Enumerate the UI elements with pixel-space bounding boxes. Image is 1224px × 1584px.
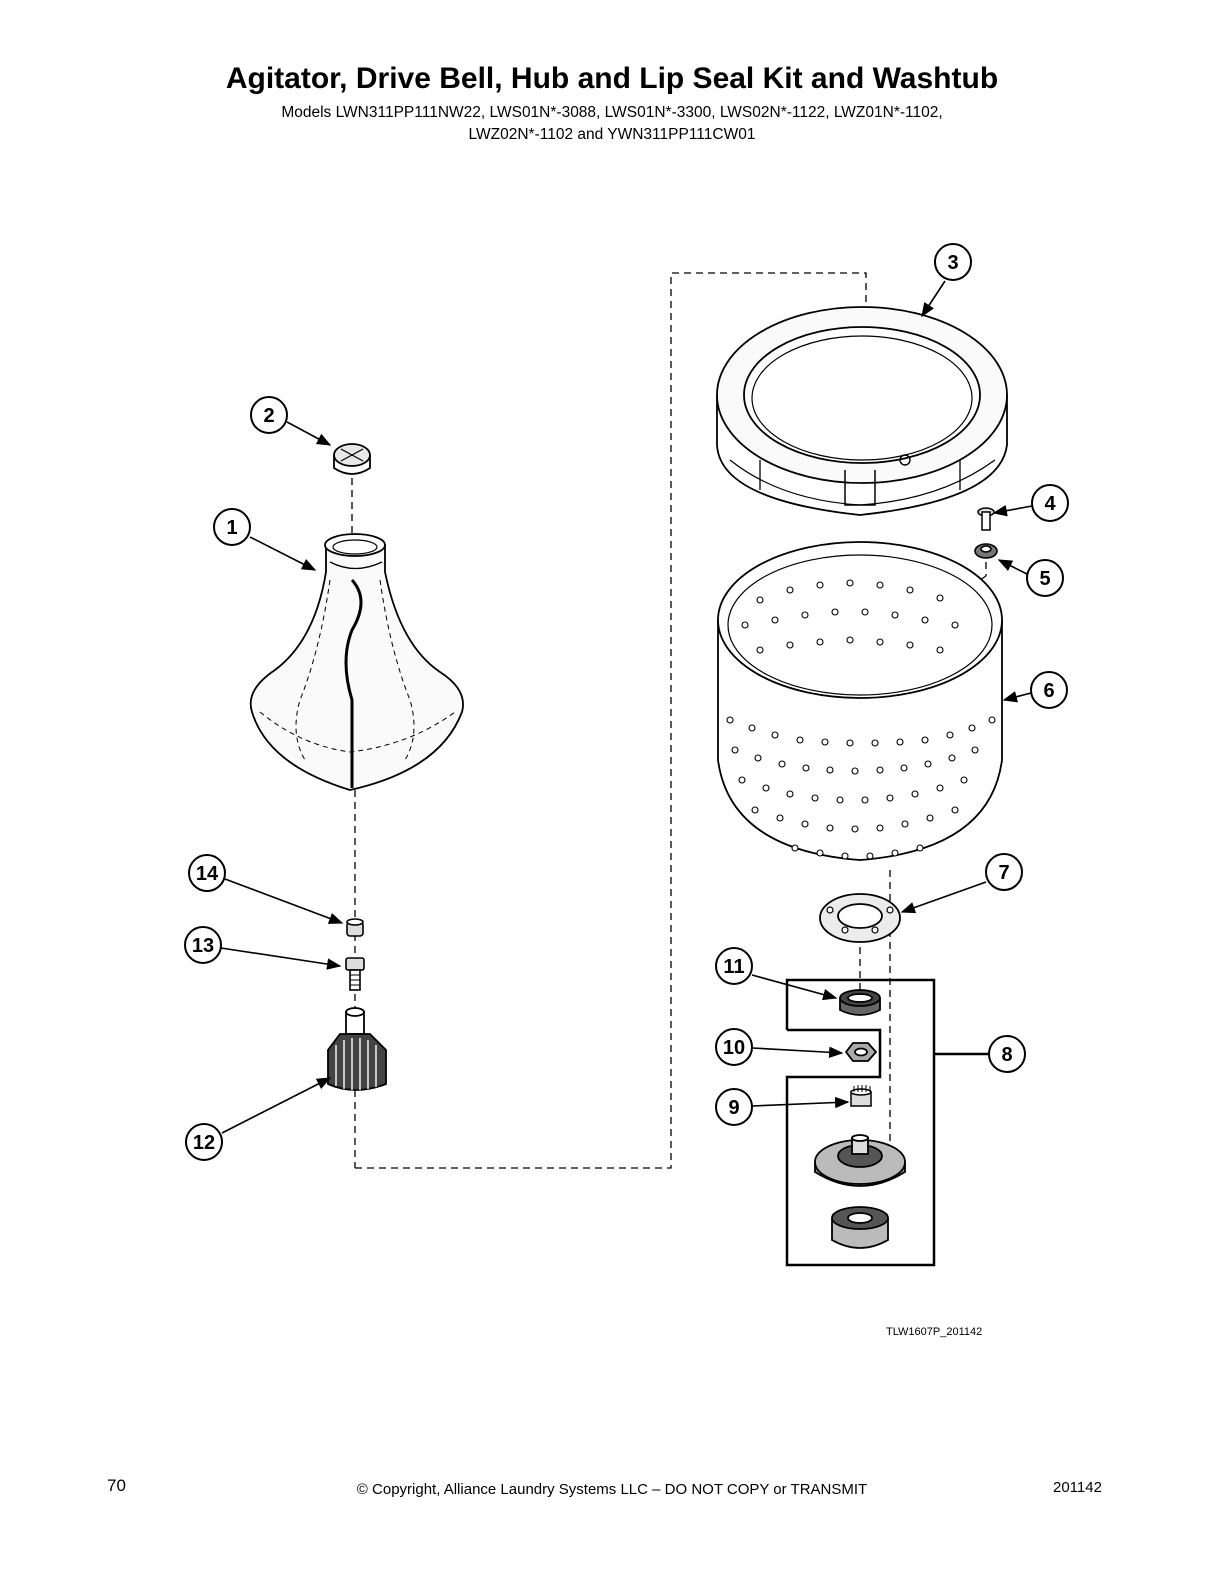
kit-bracket-part-8 bbox=[785, 978, 990, 1267]
agitator-cap-part-2 bbox=[333, 443, 371, 475]
callout-numbers: 1 2 3 4 5 6 7 8 9 10 11 12 13 14 bbox=[192, 252, 1057, 1154]
callout-7 bbox=[985, 853, 1023, 891]
callout-label-14: 14 bbox=[196, 863, 219, 885]
callout-6 bbox=[1030, 671, 1068, 709]
bolt-part-13 bbox=[345, 957, 365, 991]
callout-label-5: 5 bbox=[1039, 568, 1050, 590]
page-title: Agitator, Drive Bell, Hub and Lip Seal K… bbox=[225, 62, 999, 95]
callout-label-9: 9 bbox=[728, 1097, 739, 1119]
callout-label-13: 13 bbox=[192, 935, 214, 957]
callout-12 bbox=[185, 1123, 223, 1161]
hub-flange-part-7 bbox=[819, 893, 901, 943]
callout-11 bbox=[715, 947, 753, 985]
callout-1 bbox=[213, 508, 251, 546]
callout-label-12: 12 bbox=[193, 1132, 215, 1154]
callout-label-7: 7 bbox=[998, 862, 1009, 884]
callout-2 bbox=[250, 396, 288, 434]
callout-label-10: 10 bbox=[723, 1037, 745, 1059]
callout-label-11: 11 bbox=[723, 956, 744, 978]
washtub-part-6 bbox=[717, 541, 1003, 861]
bottom-seal bbox=[831, 1206, 889, 1249]
callout-14 bbox=[188, 854, 226, 892]
callout-8 bbox=[988, 1035, 1026, 1073]
callout-10 bbox=[715, 1028, 753, 1066]
agitator-part-1 bbox=[249, 533, 464, 791]
document-number: 201142 bbox=[1053, 1479, 1102, 1496]
callout-3 bbox=[934, 243, 972, 281]
callout-9 bbox=[715, 1088, 753, 1126]
callout-label-3: 3 bbox=[947, 252, 958, 274]
models-line-2: LWZ02N*-1102 and YWN311PP111CW01 bbox=[468, 126, 756, 143]
callout-13 bbox=[184, 926, 222, 964]
drive-bell-part-12 bbox=[327, 1007, 387, 1091]
drawing-code: TLW1607P_201142 bbox=[886, 1326, 983, 1338]
leader-arrows bbox=[220, 280, 1033, 1134]
callout-label-2: 2 bbox=[263, 405, 274, 427]
callout-4 bbox=[1031, 484, 1069, 522]
callout-label-4: 4 bbox=[1044, 493, 1056, 515]
screw-part-4 bbox=[977, 507, 995, 531]
hub-assembly bbox=[814, 1134, 906, 1187]
callout-5 bbox=[1026, 559, 1064, 597]
callout-label-8: 8 bbox=[1001, 1044, 1012, 1066]
page-number: 70 bbox=[107, 1476, 126, 1495]
callout-label-6: 6 bbox=[1043, 680, 1054, 702]
tub-ring-part-3 bbox=[716, 306, 1008, 516]
copyright-notice: © Copyright, Alliance Laundry Systems LL… bbox=[356, 1481, 868, 1498]
models-line-1: Models LWN311PP111NW22, LWS01N*-3088, LW… bbox=[281, 104, 943, 121]
lip-seal-part-11 bbox=[839, 989, 881, 1016]
spline-bushing-part-9 bbox=[850, 1085, 872, 1107]
callout-circles bbox=[184, 243, 1069, 1161]
washtub-perforations bbox=[726, 579, 996, 860]
washer-part-5 bbox=[974, 543, 998, 559]
hex-nut-part-10 bbox=[844, 1042, 878, 1062]
nut-part-14 bbox=[346, 918, 364, 937]
callout-label-1: 1 bbox=[226, 517, 237, 539]
